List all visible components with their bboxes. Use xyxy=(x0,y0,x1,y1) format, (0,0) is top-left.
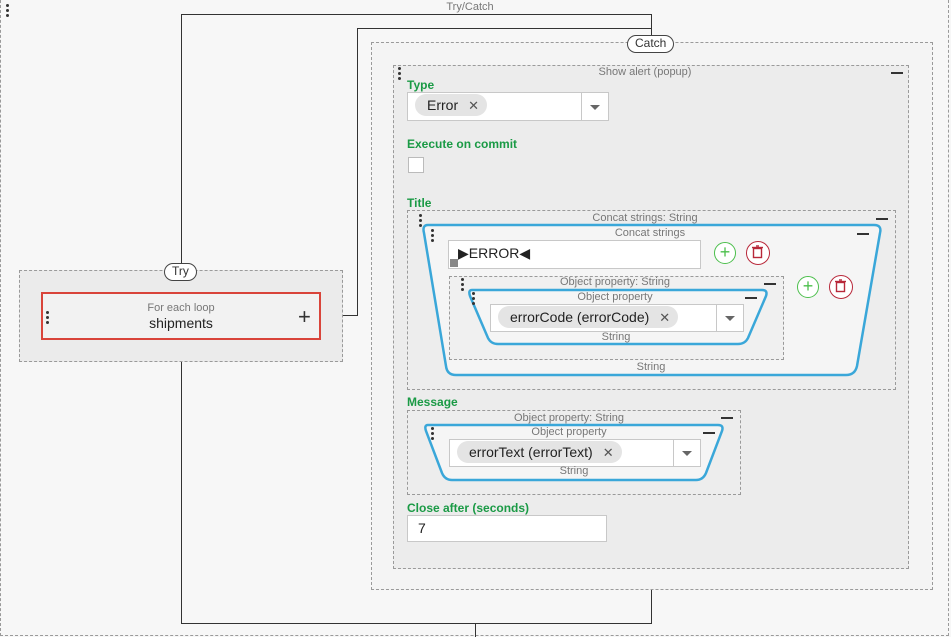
concat-text-input[interactable] xyxy=(448,240,701,269)
connector-line xyxy=(357,28,652,29)
chevron-down-icon[interactable] xyxy=(581,93,608,120)
concat-inner-drag-handle-icon[interactable] xyxy=(431,229,435,242)
concat-text-value: ▶ERROR◀ xyxy=(458,245,531,261)
connector-line xyxy=(651,568,652,624)
title-label: Title xyxy=(407,196,432,210)
chevron-down-icon[interactable] xyxy=(673,440,700,466)
obj1-footer: String xyxy=(601,331,631,343)
close-after-input[interactable] xyxy=(407,515,607,542)
concat-inner-collapse-icon[interactable] xyxy=(857,233,869,235)
obj2-value: errorText (errorText) xyxy=(469,444,593,460)
for-each-loop-block[interactable] xyxy=(41,292,321,340)
delete-string-icon[interactable] xyxy=(746,241,770,265)
concat-footer: String xyxy=(636,361,666,373)
type-value: Error xyxy=(427,97,459,113)
connector-line xyxy=(181,340,182,624)
type-label: Type xyxy=(407,78,435,92)
concat-collapse-icon[interactable] xyxy=(876,218,888,220)
loop-caption: For each loop xyxy=(147,302,215,314)
alert-collapse-icon[interactable] xyxy=(891,72,903,74)
obj2-inner-collapse-icon[interactable] xyxy=(703,432,715,434)
connector-line xyxy=(181,14,182,284)
close-after-value: 7 xyxy=(418,520,426,536)
loop-name: shipments xyxy=(149,315,213,331)
obj1-outer-caption: Object property: String xyxy=(559,276,671,288)
loop-drag-handle-icon[interactable] xyxy=(46,311,50,324)
connector-line xyxy=(357,28,358,316)
message-label: Message xyxy=(407,395,458,409)
trash-icon xyxy=(835,279,846,293)
concat-drag-handle-icon[interactable] xyxy=(419,214,423,227)
obj1-drag-handle-icon[interactable] xyxy=(461,278,465,291)
obj1-value-tag: errorCode (errorCode) ✕ xyxy=(498,306,679,328)
remove-tag-icon[interactable]: ✕ xyxy=(659,310,671,325)
remove-tag-icon[interactable]: ✕ xyxy=(468,98,480,113)
concat-outer-caption: Concat strings: String xyxy=(592,212,698,224)
close-after-label: Close after (seconds) xyxy=(407,501,530,515)
obj2-inner-drag-handle-icon[interactable] xyxy=(431,427,435,440)
obj2-footer: String xyxy=(559,465,589,477)
connector-line xyxy=(343,315,358,316)
connector-line xyxy=(475,623,476,637)
obj2-outer-caption: Object property: String xyxy=(513,412,625,424)
obj2-inner-caption: Object property xyxy=(531,426,607,438)
obj1-inner-drag-handle-icon[interactable] xyxy=(472,292,476,305)
trycatch-title: Try/Catch xyxy=(446,1,494,13)
add-string-icon[interactable]: + xyxy=(714,242,736,264)
obj1-inner-caption: Object property xyxy=(577,291,653,303)
delete-string-icon[interactable] xyxy=(829,275,853,299)
catch-label: Catch xyxy=(627,35,675,53)
type-value-tag: Error ✕ xyxy=(415,94,488,116)
chevron-down-icon[interactable] xyxy=(716,305,743,331)
obj1-collapse-icon[interactable] xyxy=(764,283,776,285)
add-string-icon[interactable]: + xyxy=(797,276,819,298)
try-label: Try xyxy=(164,263,197,281)
execute-on-commit-label: Execute on commit xyxy=(407,137,518,151)
loop-add-icon[interactable]: + xyxy=(298,304,311,329)
obj1-inner-collapse-icon[interactable] xyxy=(745,297,757,299)
obj2-collapse-icon[interactable] xyxy=(721,417,733,419)
trycatch-drag-handle-icon[interactable] xyxy=(6,4,10,17)
concat-inner-caption: Concat strings xyxy=(614,227,686,239)
resize-handle-icon xyxy=(450,259,458,267)
connector-line xyxy=(181,14,652,15)
remove-tag-icon[interactable]: ✕ xyxy=(602,445,614,460)
alert-title: Show alert (popup) xyxy=(598,66,692,78)
obj2-value-tag: errorText (errorText) ✕ xyxy=(457,441,622,463)
trash-icon xyxy=(752,245,763,259)
execute-on-commit-checkbox[interactable] xyxy=(408,157,424,173)
connector-line xyxy=(181,623,652,624)
alert-drag-handle-icon[interactable] xyxy=(398,67,402,80)
obj1-value: errorCode (errorCode) xyxy=(510,309,650,325)
